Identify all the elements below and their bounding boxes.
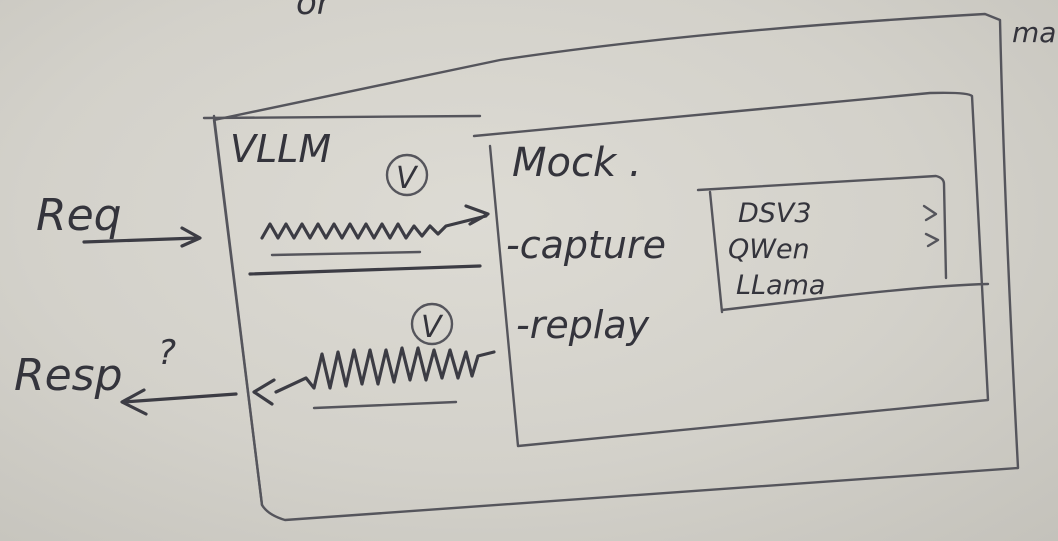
mock-label: Mock . xyxy=(512,140,642,186)
circle-v-bottom-label: V xyxy=(421,310,444,345)
model-qwen: QWen xyxy=(728,234,810,265)
resp-arrow xyxy=(120,388,238,416)
chevron-icon-1 xyxy=(922,204,938,222)
mock-box xyxy=(472,91,990,448)
capture-label: -capture xyxy=(506,223,666,267)
top-cut-text: or xyxy=(296,0,333,23)
circle-v-bottom xyxy=(410,302,454,346)
circle-v-top-label: V xyxy=(396,161,419,196)
model-list-box xyxy=(696,174,990,314)
request-squiggle xyxy=(260,204,490,240)
req-label: Req xyxy=(36,190,122,241)
resp-label: Resp xyxy=(14,350,123,401)
response-underline xyxy=(312,400,458,410)
model-llama: LLama xyxy=(736,270,825,301)
chevron-icon-2 xyxy=(924,232,940,248)
model-dsv3: DSV3 xyxy=(738,198,812,229)
request-underline-short xyxy=(270,250,422,257)
question-mark: ? xyxy=(158,333,176,373)
request-underline xyxy=(248,264,482,276)
replay-label: -replay xyxy=(516,303,650,347)
vllm-box xyxy=(202,114,482,507)
vllm-label: VLLM xyxy=(230,127,331,171)
req-arrow xyxy=(82,226,202,248)
response-squiggle xyxy=(252,346,496,406)
outer-box xyxy=(212,12,1020,522)
top-right-cut-text: ma xyxy=(1012,16,1056,49)
circle-v-top xyxy=(385,153,429,197)
